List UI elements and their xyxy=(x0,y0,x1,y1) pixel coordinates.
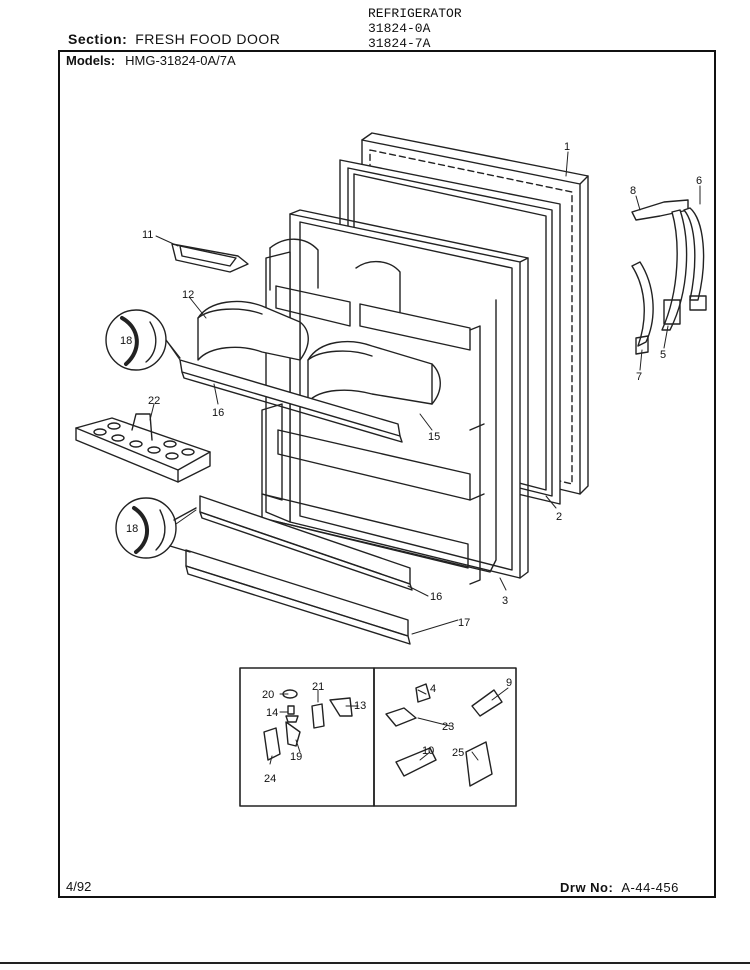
bottom-divider xyxy=(0,962,750,964)
callout-15: 15 xyxy=(428,431,440,443)
product-type: REFRIGERATOR xyxy=(368,6,462,21)
shelf-clip-detail-upper xyxy=(105,309,181,371)
product-header: REFRIGERATOR 31824-0A 31824-7A xyxy=(368,6,462,51)
callout-8: 8 xyxy=(630,185,636,197)
callout-1: 1 xyxy=(564,141,570,153)
hinge-and-handle-parts xyxy=(631,199,707,355)
models-label: Models: xyxy=(66,53,116,68)
dairy-door-covers xyxy=(197,300,441,405)
callout-16-upper: 16 xyxy=(212,407,224,419)
callout-18-lower: 18 xyxy=(126,523,138,535)
callout-16-lower: 16 xyxy=(430,591,442,603)
drawing-number-label: Drw No: xyxy=(560,880,614,895)
callout-25: 25 xyxy=(452,747,464,759)
callout-4: 4 xyxy=(430,683,436,695)
callout-20: 20 xyxy=(262,689,274,701)
callout-7: 7 xyxy=(636,371,642,383)
model-code-2: 31824-7A xyxy=(368,36,431,51)
drawing-number: A-44-456 xyxy=(621,880,679,895)
callout-17: 17 xyxy=(458,617,470,629)
hardware-inset-boxes xyxy=(239,667,517,807)
callout-2: 2 xyxy=(556,511,562,523)
callout-14: 14 xyxy=(266,707,278,719)
section-heading: Section: FRESH FOOD DOOR xyxy=(68,31,280,47)
callout-22: 22 xyxy=(148,395,160,407)
egg-tray xyxy=(75,413,211,483)
callout-13: 13 xyxy=(354,700,366,712)
model-code-1: 31824-0A xyxy=(368,21,431,36)
callout-19: 19 xyxy=(290,751,302,763)
shelf-retainer-bars xyxy=(179,359,413,591)
callout-6: 6 xyxy=(696,175,702,187)
bottom-shelf-bar xyxy=(185,549,411,645)
callout-leader-lines xyxy=(149,151,701,765)
callout-24: 24 xyxy=(264,773,276,785)
section-value: FRESH FOOD DOOR xyxy=(135,31,281,47)
callout-21: 21 xyxy=(312,681,324,693)
models-value: HMG-31824-0A/7A xyxy=(125,53,236,68)
butter-dish-cover xyxy=(171,243,249,273)
section-label: Section: xyxy=(68,31,128,47)
callout-23: 23 xyxy=(442,721,454,733)
drawing-number-line: Drw No: A-44-456 xyxy=(560,880,679,895)
models-line: Models: HMG-31824-0A/7A xyxy=(66,53,236,68)
shelf-clip-detail-lower xyxy=(115,497,197,559)
callout-10: 10 xyxy=(422,745,434,757)
callout-9: 9 xyxy=(506,677,512,689)
callout-12: 12 xyxy=(182,289,194,301)
drawing-frame xyxy=(58,50,716,898)
callout-3: 3 xyxy=(502,595,508,607)
drawing-date: 4/92 xyxy=(66,879,92,894)
callout-11: 11 xyxy=(142,229,153,241)
callout-18-upper: 18 xyxy=(120,335,132,347)
callout-5: 5 xyxy=(660,349,666,361)
